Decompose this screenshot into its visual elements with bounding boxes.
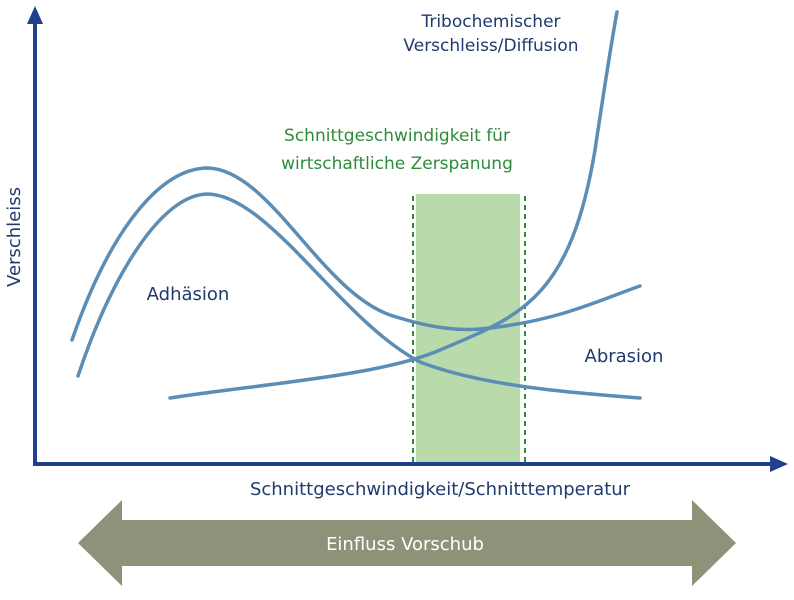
x-axis-label: Schnittgeschwindigkeit/Schnitttemperatur [250, 479, 631, 500]
tribo-label-line2: Verschleiss/Diffusion [403, 36, 578, 56]
y-axis-arrowhead [27, 6, 43, 24]
feed-influence-arrow [78, 500, 736, 586]
zone-label-line2: wirtschaftliche Zerspanung [281, 154, 513, 174]
tribo-label-line1: Tribochemischer [420, 12, 560, 32]
adhesion-label: Adhäsion [147, 284, 230, 305]
adhesion-curve-upper [70, 166, 642, 342]
adhesion-curve-lower [76, 192, 642, 400]
abrasion-label: Abrasion [585, 346, 664, 367]
x-axis-arrowhead [770, 456, 788, 472]
y-axis-label: Verschleiss [4, 187, 25, 287]
zone-label-line1: Schnittgeschwindigkeit für [284, 126, 510, 146]
abrasion-tribo-curve [168, 10, 619, 400]
feed-influence-label: Einfluss Vorschub [326, 534, 484, 555]
